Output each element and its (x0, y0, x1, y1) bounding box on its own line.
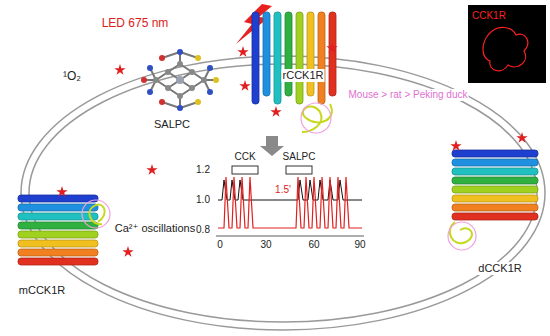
singlet-oxygen (326, 42, 337, 53)
axis-tick: 60 (307, 239, 320, 251)
control-trace (218, 180, 362, 200)
axis-tick: 1.2 (195, 164, 211, 176)
helix (452, 150, 538, 157)
helix (18, 258, 98, 265)
atom (213, 77, 219, 83)
duck-receptor (450, 150, 538, 243)
c-terminus (302, 104, 332, 132)
atom (201, 77, 207, 83)
membrane-inner (29, 64, 537, 322)
highlight-circle (301, 103, 331, 133)
axis-tick: 30 (259, 239, 272, 251)
helix (318, 12, 325, 104)
singlet-oxygen (146, 164, 157, 175)
atom (207, 89, 213, 95)
helix (452, 204, 538, 211)
atom (195, 55, 201, 61)
atom (195, 99, 201, 105)
helix (452, 159, 538, 166)
helix (18, 213, 98, 220)
atom (207, 65, 213, 71)
highlight-circle (82, 200, 110, 228)
highlight-circle (448, 222, 476, 250)
rat-receptor (252, 12, 336, 132)
down-arrow (260, 136, 284, 156)
treatment-label: CCK (233, 151, 256, 163)
helix (263, 12, 270, 96)
axis-tick: 0.8 (195, 224, 211, 236)
x-axis (216, 236, 364, 237)
atom (177, 105, 183, 111)
helix (452, 168, 538, 175)
atom (147, 89, 153, 95)
helix (452, 213, 538, 220)
singlet-oxygen (450, 140, 461, 151)
treatment-label: SALPC (282, 151, 317, 163)
species-order: Mouse > rat > Peking duck (348, 89, 469, 101)
atom (159, 55, 165, 61)
helix (452, 186, 538, 193)
helix (274, 12, 281, 104)
helix (285, 12, 292, 96)
helix (18, 195, 98, 202)
axis-tick: 90 (353, 239, 366, 251)
atom (177, 93, 183, 99)
c-terminus (89, 205, 104, 225)
salpc-trace (218, 177, 362, 228)
singlet-oxygen-label: ¹O₂ (62, 70, 82, 84)
atom (176, 76, 184, 84)
mouse-receptor (18, 195, 105, 265)
singlet-oxygen (270, 106, 281, 117)
inset-label: CCK1R (468, 8, 510, 23)
helix (252, 12, 259, 104)
receptor-name: mCCK1R (18, 284, 66, 297)
helix (18, 249, 98, 256)
helix (296, 12, 303, 104)
atom (165, 69, 171, 75)
atom (177, 61, 183, 67)
helix (307, 12, 314, 96)
singlet-oxygen (114, 64, 125, 75)
chart-title: Ca²⁺ oscillations (114, 222, 196, 235)
singlet-oxygen (122, 246, 133, 257)
helix (329, 12, 336, 96)
singlet-oxygen (56, 186, 67, 197)
receptor-name: dCCK1R (477, 262, 522, 275)
singlet-oxygen (516, 132, 527, 143)
light-label: LED 675 nm (101, 17, 170, 31)
molecule (141, 49, 219, 111)
helix (452, 195, 538, 202)
atom (177, 49, 183, 55)
atom (141, 77, 147, 83)
application-box (286, 166, 312, 174)
axis-tick: 0 (216, 239, 224, 251)
helix (18, 240, 98, 247)
atom (189, 69, 195, 75)
atom (159, 99, 165, 105)
singlet-oxygen (237, 46, 248, 57)
membrane-outer (21, 56, 545, 330)
application-box (232, 166, 258, 174)
micrograph-inset: CCK1R (468, 5, 546, 83)
axis-tick: 1.0 (195, 194, 211, 206)
helix (452, 177, 538, 184)
cell-outline (483, 27, 528, 70)
molecule-name: SALPC (153, 118, 191, 131)
atom (147, 65, 153, 71)
atom (165, 85, 171, 91)
helix (18, 231, 98, 238)
atom (189, 85, 195, 91)
receptor-name: rCCK1R (282, 69, 325, 82)
atom (153, 77, 159, 83)
time-note: 1.5' (274, 184, 292, 196)
singlet-oxygen (239, 80, 250, 91)
